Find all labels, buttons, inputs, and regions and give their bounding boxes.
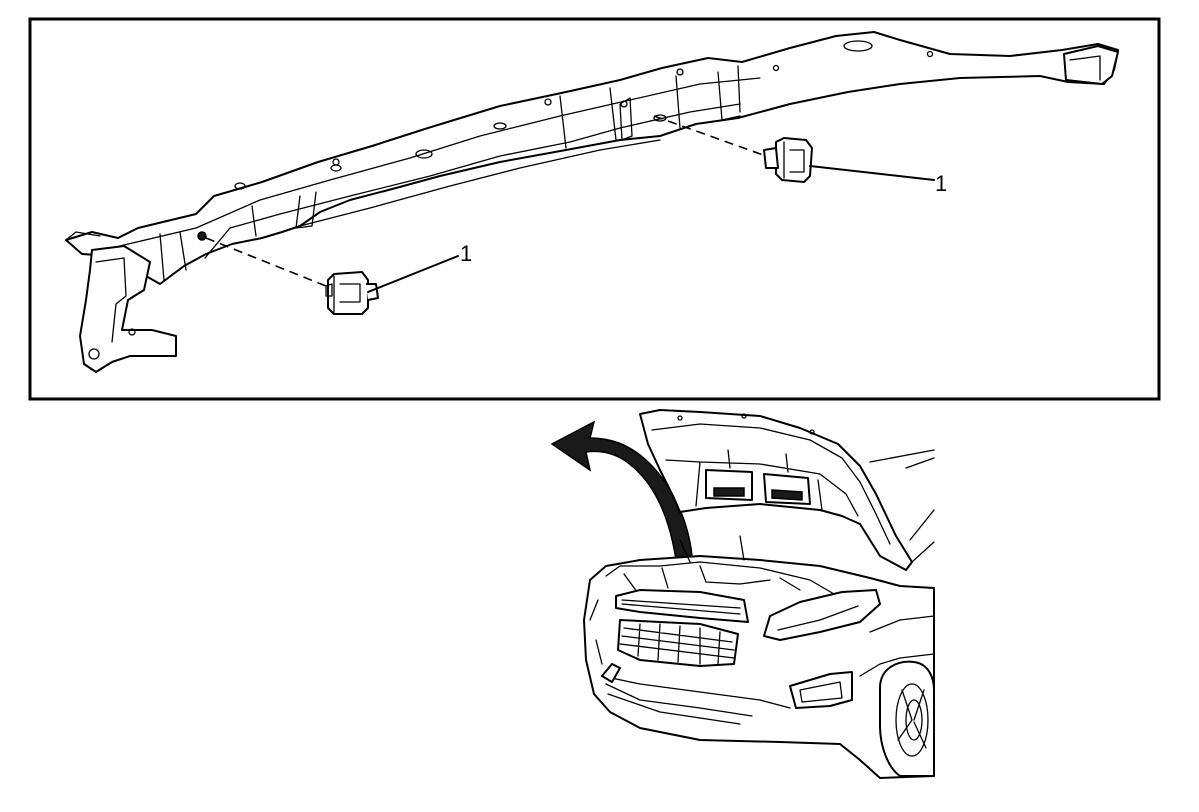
left-sensor-mount-line: [205, 237, 327, 287]
detail-view-frame: [28, 17, 1161, 401]
front-bumper-crossmember: [65, 31, 1119, 373]
right-sensor-mount-line: [653, 115, 767, 157]
front-wheel: [879, 660, 935, 777]
left-sensor: [325, 271, 379, 315]
headlamp: [763, 589, 881, 641]
vehicle-locator-view: [550, 409, 935, 779]
right-sensor-callout-label: 1: [935, 171, 947, 196]
right-sensor-leader-line: [809, 165, 935, 181]
upper-grille: [615, 589, 749, 623]
right-sensor: [763, 137, 813, 183]
left-sensor-callout-label: 1: [460, 241, 472, 266]
left-sensor-leader-line: [367, 255, 459, 293]
